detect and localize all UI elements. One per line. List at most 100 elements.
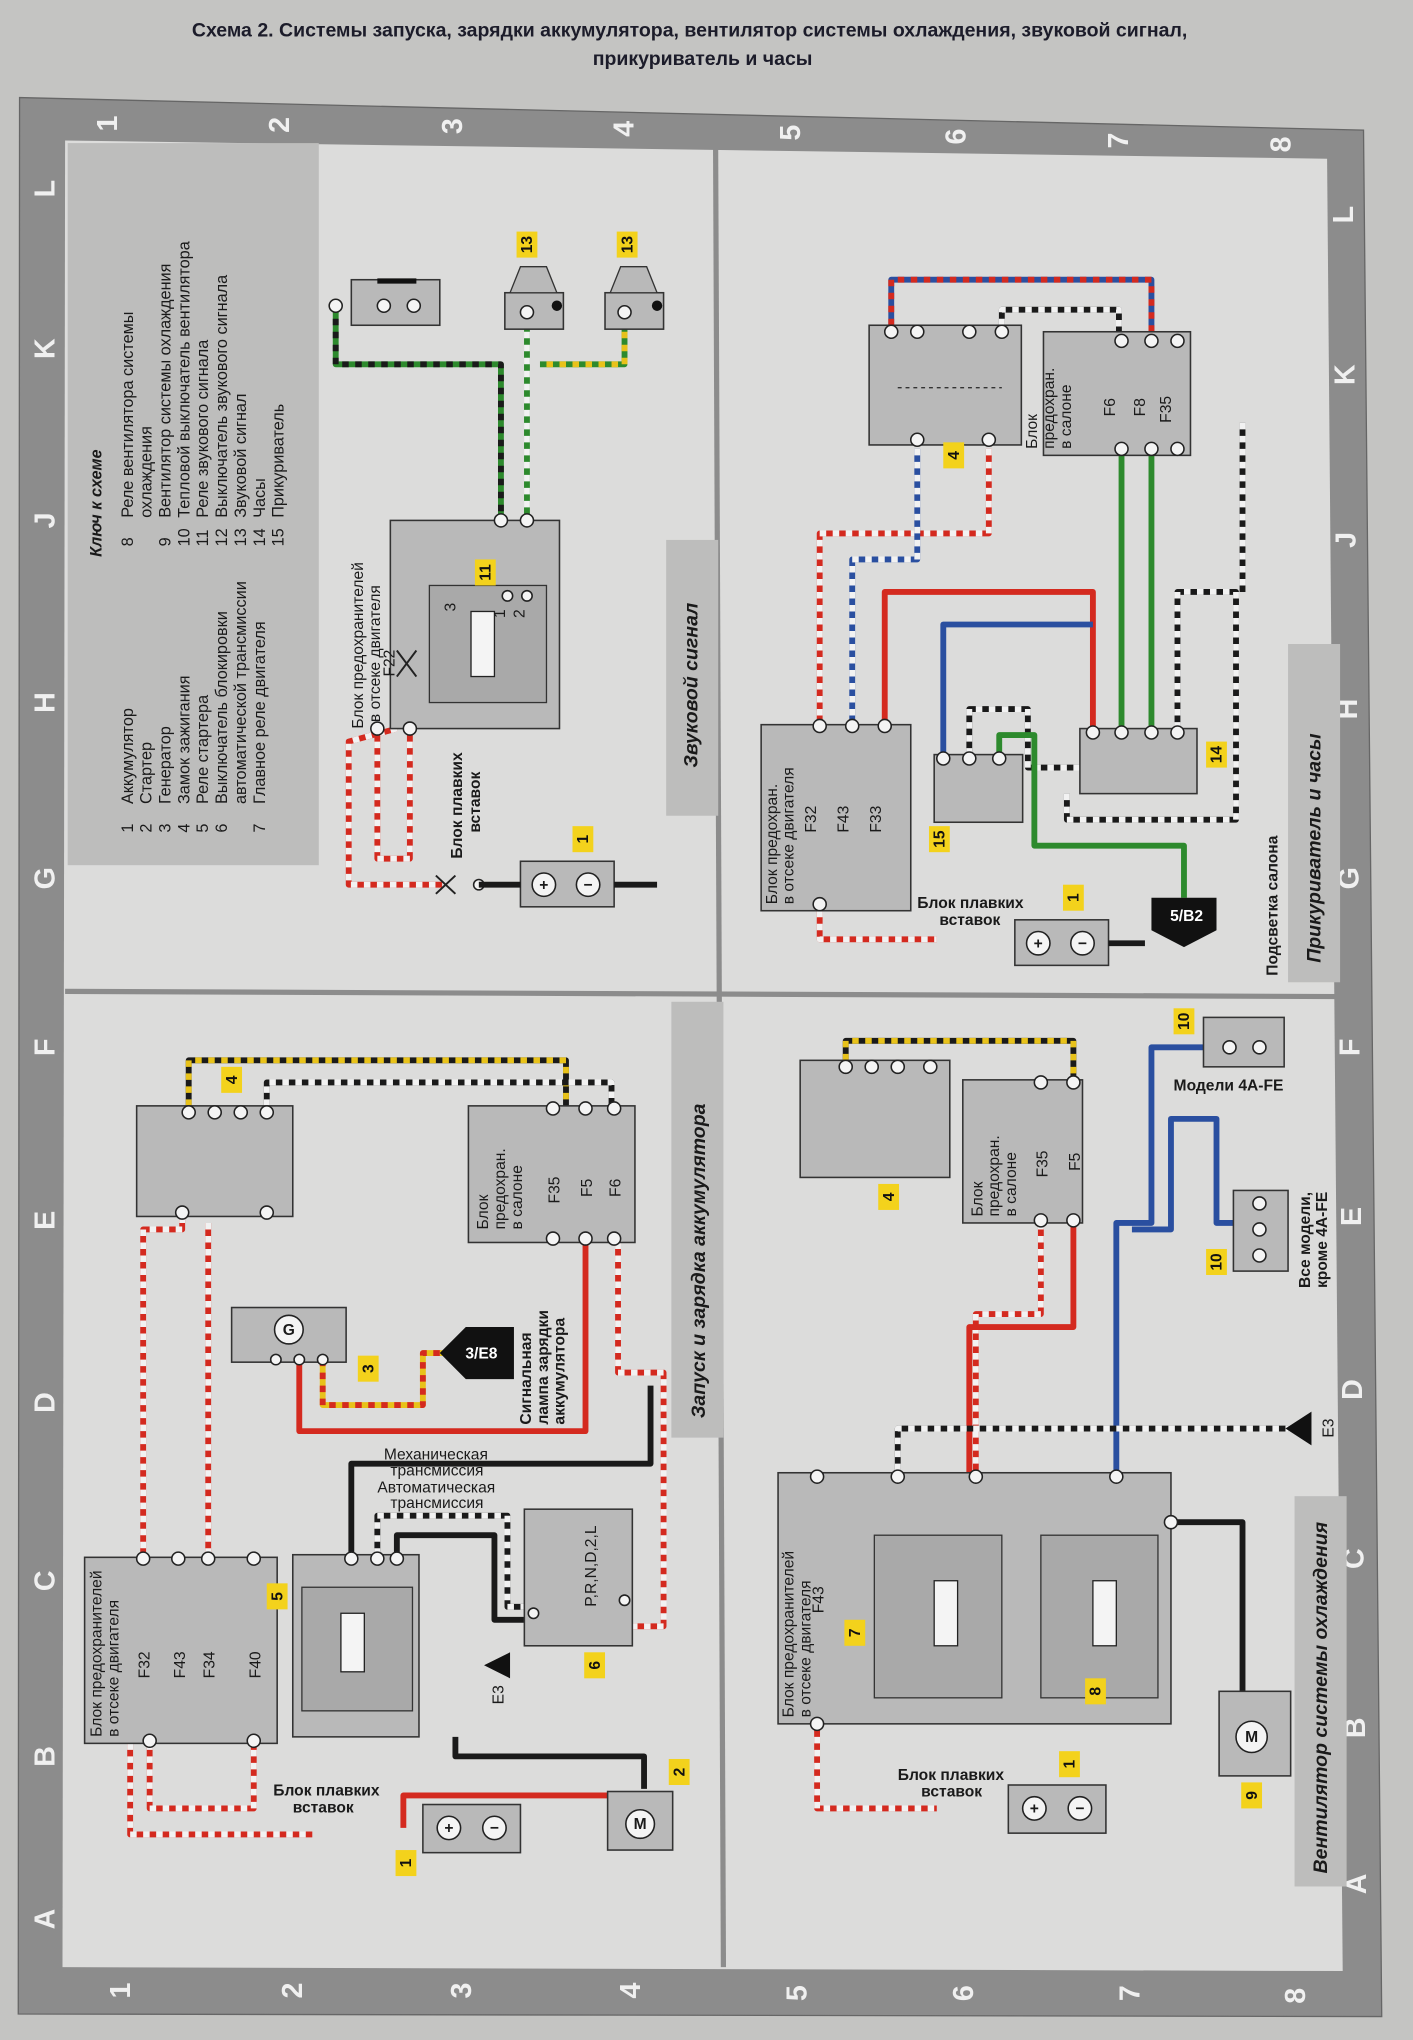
wire-stripe <box>345 725 443 888</box>
label: в отсеке двигателя <box>798 1580 815 1717</box>
component-number-badge: 1 <box>572 826 594 853</box>
legend-panel <box>67 143 319 866</box>
legend-item-number: 7 <box>251 824 269 833</box>
wire-stripe <box>888 276 1155 339</box>
col-label: 1 <box>92 116 124 132</box>
auto-trans-label: Автоматическая <box>377 1479 495 1496</box>
label: F8 <box>1132 398 1149 416</box>
fusible-links-label: Блок плавких <box>273 1782 380 1799</box>
wire-black <box>1170 1519 1246 1692</box>
section-tab-starting <box>671 1001 724 1438</box>
label: Блок предохранителей <box>89 1570 106 1736</box>
legend-item-text: охлаждения <box>138 426 156 518</box>
minus-terminal: − <box>1078 935 1087 952</box>
arrow-5b2: 5/B2 <box>1151 897 1217 948</box>
terminal-label: 1 <box>492 609 509 618</box>
label: F43 <box>811 1586 828 1613</box>
label: F35 <box>1034 1150 1051 1177</box>
wire-black <box>348 1385 654 1555</box>
section-tab-horn <box>666 539 719 816</box>
label: F6 <box>1102 398 1119 416</box>
label: в салоне <box>1058 384 1075 448</box>
label: F5 <box>1067 1152 1084 1171</box>
charge-lamp-label: аккумулятора <box>552 1317 569 1424</box>
legend-item-text: Реле стартера <box>194 694 212 804</box>
component-number-badge: 11 <box>474 559 496 586</box>
col-label: 4 <box>615 1983 647 1999</box>
terminal-label: 2 <box>511 609 528 618</box>
section-tab-lighter <box>1288 644 1341 983</box>
label: F32 <box>137 1651 154 1678</box>
wire-red <box>400 1792 638 1828</box>
wire-stripe <box>146 1743 257 1812</box>
wire-stripe <box>319 1350 443 1409</box>
label: F32 <box>803 806 820 833</box>
legend-item-text: Реле звукового сигнала <box>194 339 212 518</box>
wire-red <box>881 589 1096 729</box>
label: в отсеке двигателя <box>781 767 798 904</box>
badge-number: 10 <box>1176 1012 1193 1030</box>
legend-item-text: Часы <box>251 478 269 518</box>
label: Блок предохран. <box>764 784 781 904</box>
badge-number: 14 <box>1209 746 1226 764</box>
label: Блок плавких <box>917 895 1024 912</box>
legend-item-text: Реле вентилятора системы <box>119 312 137 518</box>
battery-1: + − <box>422 1803 522 1854</box>
wire-black <box>393 1532 525 1623</box>
row-label: H <box>30 692 62 713</box>
label: Блок <box>969 1181 986 1216</box>
legend-item-text: Главное реле двигателя <box>251 621 269 804</box>
badge-number: 1 <box>1062 1760 1079 1769</box>
fusible-links-label: Блок плавких <box>898 1767 1005 1784</box>
wire-black <box>452 1736 647 1789</box>
component-number-badge: 1 <box>1059 1751 1080 1778</box>
row-label: F <box>1335 1039 1367 1056</box>
label: предохран. <box>1041 368 1058 449</box>
motor-symbol: M <box>634 1816 647 1833</box>
ref-3e8: 3/E8 <box>465 1345 497 1362</box>
wire-black-white <box>1063 589 1239 823</box>
title-line-1: Схема 2. Системы запуска, зарядки аккуму… <box>192 19 1187 41</box>
wire-blue <box>1113 1044 1204 1471</box>
component-number-badge: 13 <box>616 231 638 258</box>
label: предохран. <box>986 1135 1003 1216</box>
row-label: D <box>30 1392 62 1413</box>
wire-stripe <box>972 1222 1044 1471</box>
horn-switch-12 <box>328 278 441 327</box>
battery-1: + − <box>519 860 658 908</box>
arrow-3e8: 3/E8 <box>439 1327 514 1380</box>
legend-item: автоматической трансмиссии <box>232 581 250 804</box>
component-number-badge: 9 <box>1241 1782 1263 1809</box>
wire-stripe <box>966 706 1080 771</box>
row-label: L <box>1328 206 1360 223</box>
legend-heading: Ключ к схеме <box>88 449 106 556</box>
thermo-switch-10-4afe <box>1202 1016 1285 1068</box>
wire-stripe <box>127 1743 313 1838</box>
row-label: J <box>30 512 62 528</box>
wire-green <box>996 732 1187 898</box>
minus-terminal: − <box>1075 1801 1084 1818</box>
horn-13-right <box>604 266 665 330</box>
row-label: G <box>1333 867 1365 889</box>
section-label-horn: Звуковой сигнал <box>680 603 702 768</box>
badge-number: 7 <box>847 1628 864 1637</box>
col-label: 5 <box>775 125 807 141</box>
plus-terminal: + <box>1030 1801 1039 1818</box>
cabin-fuse-block-fan <box>962 1075 1084 1228</box>
label: F43 <box>835 806 852 833</box>
clock-14 <box>1079 725 1198 795</box>
fusible-link <box>435 874 521 895</box>
badge-number: 1 <box>575 835 592 844</box>
badge-number: 4 <box>224 1075 241 1084</box>
wire-blue <box>940 621 1093 755</box>
horn-relay-11-fuse-block <box>370 513 561 736</box>
row-label: J <box>1331 532 1363 548</box>
col-label: 3 <box>446 1983 478 1999</box>
wire-blue <box>1131 1115 1234 1233</box>
label: F40 <box>247 1651 264 1678</box>
